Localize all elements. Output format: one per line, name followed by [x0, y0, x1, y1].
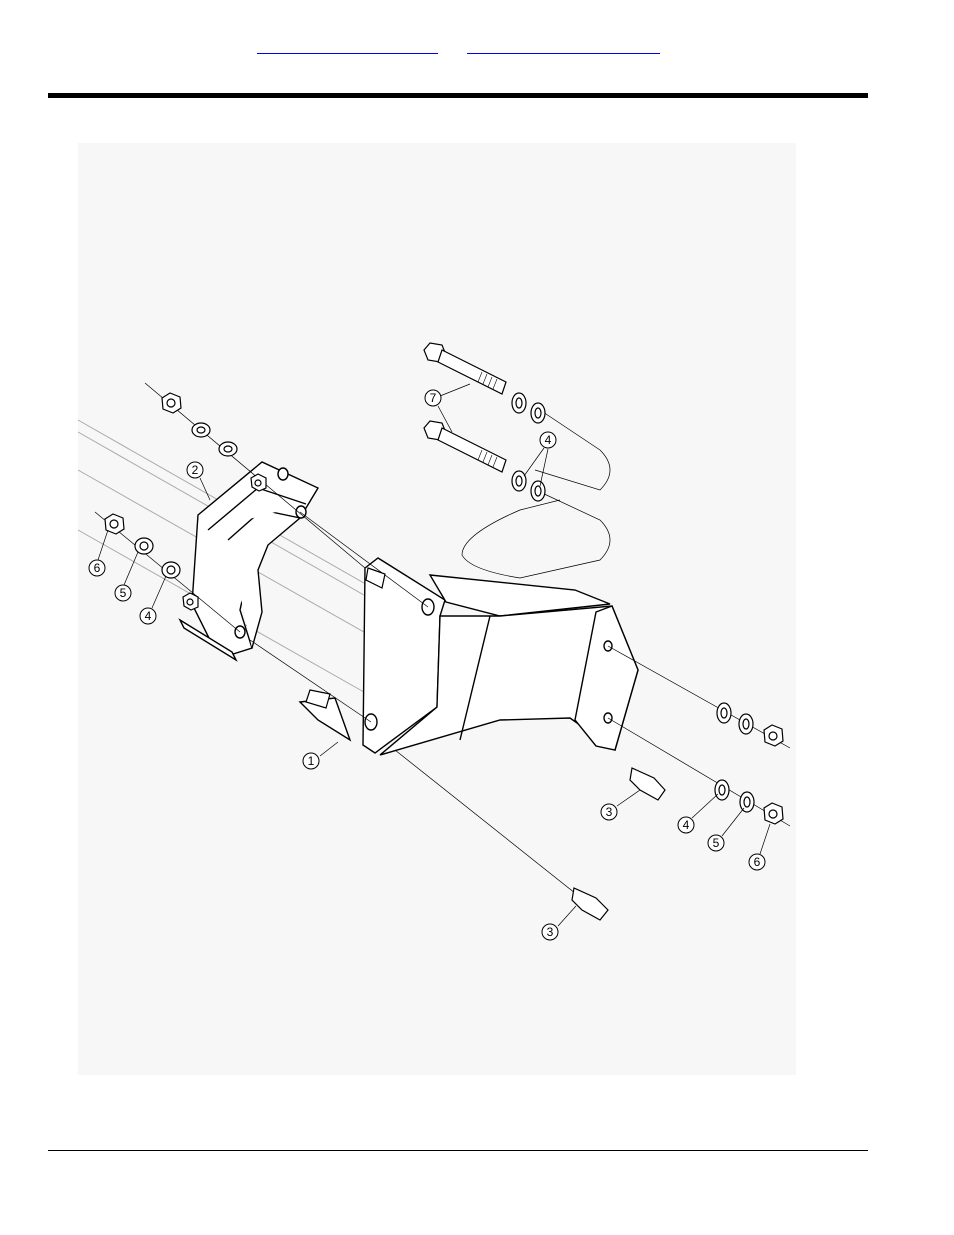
- svg-text:7: 7: [430, 391, 437, 405]
- callout-4a: 4: [540, 432, 556, 448]
- footer-rule: [48, 1150, 868, 1151]
- bolts: [424, 343, 506, 472]
- callout-7: 7: [425, 390, 441, 406]
- svg-text:2: 2: [192, 463, 199, 477]
- svg-text:4: 4: [145, 609, 152, 623]
- callout-4b: 4: [140, 608, 156, 624]
- callout-3b: 3: [542, 924, 558, 940]
- callout-3a: 3: [601, 804, 617, 820]
- callout-6a: 6: [89, 560, 105, 576]
- svg-text:3: 3: [606, 805, 613, 819]
- svg-text:1: 1: [308, 754, 315, 768]
- svg-text:6: 6: [94, 561, 101, 575]
- svg-text:4: 4: [683, 818, 690, 832]
- svg-text:5: 5: [120, 586, 127, 600]
- svg-text:4: 4: [545, 433, 552, 447]
- callout-1: 1: [303, 753, 319, 769]
- callout-5b: 5: [708, 835, 724, 851]
- clamp-plate: [180, 462, 318, 660]
- svg-text:6: 6: [754, 855, 761, 869]
- callout-4c: 4: [678, 817, 694, 833]
- callout-6b: 6: [749, 854, 765, 870]
- svg-text:5: 5: [713, 836, 720, 850]
- callout-2: 2: [187, 462, 203, 478]
- callout-5a: 5: [115, 585, 131, 601]
- svg-text:3: 3: [547, 925, 554, 939]
